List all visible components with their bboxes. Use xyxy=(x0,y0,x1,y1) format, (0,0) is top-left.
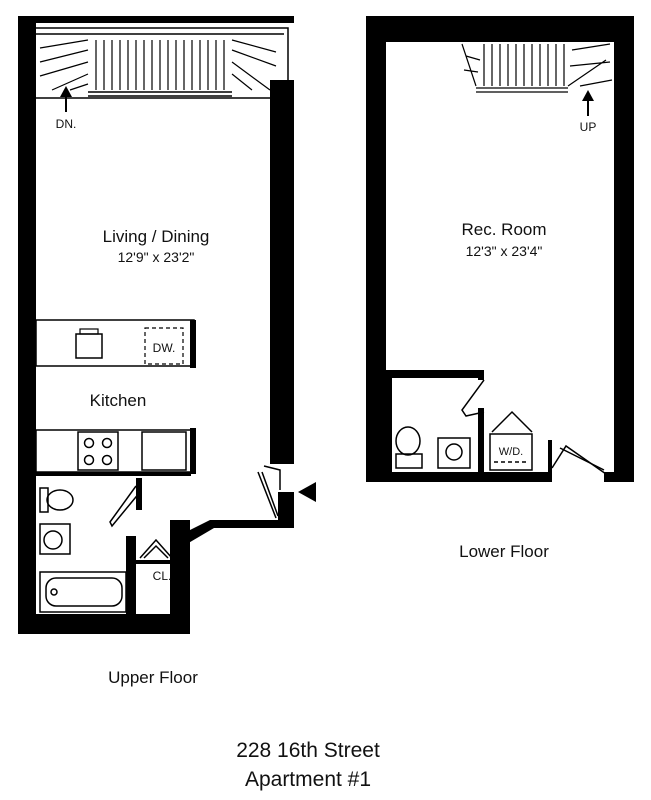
upper-walls xyxy=(18,16,294,634)
upper-floor-plan xyxy=(18,16,316,634)
lower-walls xyxy=(366,16,634,482)
lower-floor-label: Lower Floor xyxy=(459,542,549,561)
washer-dryer-label: W/D. xyxy=(499,446,523,458)
address-street: 228 16th Street xyxy=(236,739,380,762)
kitchen-counter-lower xyxy=(35,428,196,474)
up-arrow-icon xyxy=(582,90,594,116)
lower-stairs-label: UP xyxy=(580,120,597,134)
down-arrow-icon xyxy=(60,86,72,112)
kitchen-counter-upper xyxy=(35,319,196,368)
upper-stair-treads xyxy=(39,39,277,91)
closet-label: CL. xyxy=(153,569,172,583)
upper-stair-rail xyxy=(29,27,289,99)
living-dining-dimensions: 12'9" x 23'2" xyxy=(118,249,195,265)
rec-room-label: Rec. Room xyxy=(461,220,546,239)
lower-bathroom xyxy=(395,379,533,471)
lower-stair-treads xyxy=(461,43,613,93)
entry-door xyxy=(257,465,281,519)
entry-arrow-icon xyxy=(298,482,316,502)
living-dining-label: Living / Dining xyxy=(103,227,210,246)
lower-door xyxy=(551,444,607,475)
kitchen-label: Kitchen xyxy=(90,391,147,410)
upper-floor-label: Upper Floor xyxy=(108,668,198,687)
address-apartment: Apartment #1 xyxy=(245,768,371,791)
upper-stairs-label: DN. xyxy=(56,117,77,131)
upper-bathroom xyxy=(39,478,142,616)
rec-room-dimensions: 12'3" x 23'4" xyxy=(466,243,543,259)
upper-closet xyxy=(136,538,176,564)
dishwasher-label: DW. xyxy=(153,341,176,355)
lower-floor-plan xyxy=(366,16,634,482)
